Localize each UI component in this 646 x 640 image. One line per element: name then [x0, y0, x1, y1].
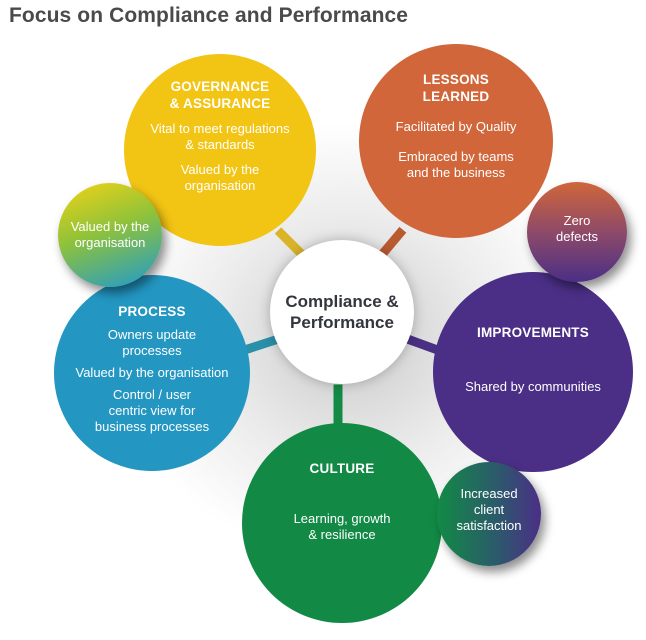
node-text: Control / user	[112, 387, 192, 402]
node-text: Embraced by teams	[398, 149, 514, 164]
center-compliance-performance: Compliance & Performance	[270, 240, 414, 384]
node-text: and the business	[406, 165, 506, 180]
node-improvements: IMPROVEMENTS Shared by communities	[433, 272, 633, 472]
node-heading: LESSONS	[423, 72, 489, 87]
node-text: & resilience	[308, 526, 376, 542]
node-text: centric view for	[108, 403, 196, 418]
node-text: business processes	[94, 419, 210, 434]
node-heading: PROCESS	[118, 304, 186, 319]
outcome-text: organisation	[74, 235, 146, 250]
node-heading: IMPROVEMENTS	[477, 324, 589, 340]
node-text: Facilitated by Quality	[395, 119, 517, 134]
outcome-text: Increased	[460, 486, 518, 501]
node-text: processes	[122, 343, 182, 358]
node-text: Shared by communities	[465, 378, 601, 394]
node-text: Owners update	[107, 327, 197, 342]
node-heading: & ASSURANCE	[169, 96, 271, 111]
node-process: PROCESS Owners update processes Valued b…	[54, 275, 250, 471]
node-governance-assurance: GOVERNANCE & ASSURANCE Vital to meet reg…	[124, 54, 316, 246]
node-lessons-learned: LESSONS LEARNED Facilitated by Quality E…	[359, 44, 553, 238]
outcome-text: client	[473, 502, 505, 517]
outcome-text: Valued by the	[70, 219, 150, 234]
outcome-zero-defects: Zero defects	[527, 182, 627, 282]
node-heading: LEARNED	[422, 89, 490, 104]
node-culture: CULTURE Learning, growth & resilience	[242, 423, 442, 623]
node-text: & standards	[185, 137, 255, 152]
node-text: Learning, growth	[293, 510, 391, 526]
node-heading: CULTURE	[309, 460, 375, 476]
node-text: Valued by the organisation	[75, 365, 229, 380]
outcome-text: Zero	[563, 213, 591, 228]
node-text: Valued by the	[180, 162, 260, 177]
node-heading: GOVERNANCE	[170, 79, 270, 94]
outcome-text: satisfaction	[456, 518, 522, 533]
outcome-text: defects	[556, 229, 598, 244]
center-text: Compliance &	[285, 292, 399, 311]
page-title: Focus on Compliance and Performance	[9, 4, 409, 27]
center-text: Performance	[290, 313, 394, 332]
node-text: Vital to meet regulations	[150, 121, 290, 136]
node-text: organisation	[184, 178, 256, 193]
outcome-increased-client-satisfaction: Increased client satisfaction	[437, 462, 541, 566]
outcome-valued-by-organisation: Valued by the organisation	[58, 183, 162, 287]
